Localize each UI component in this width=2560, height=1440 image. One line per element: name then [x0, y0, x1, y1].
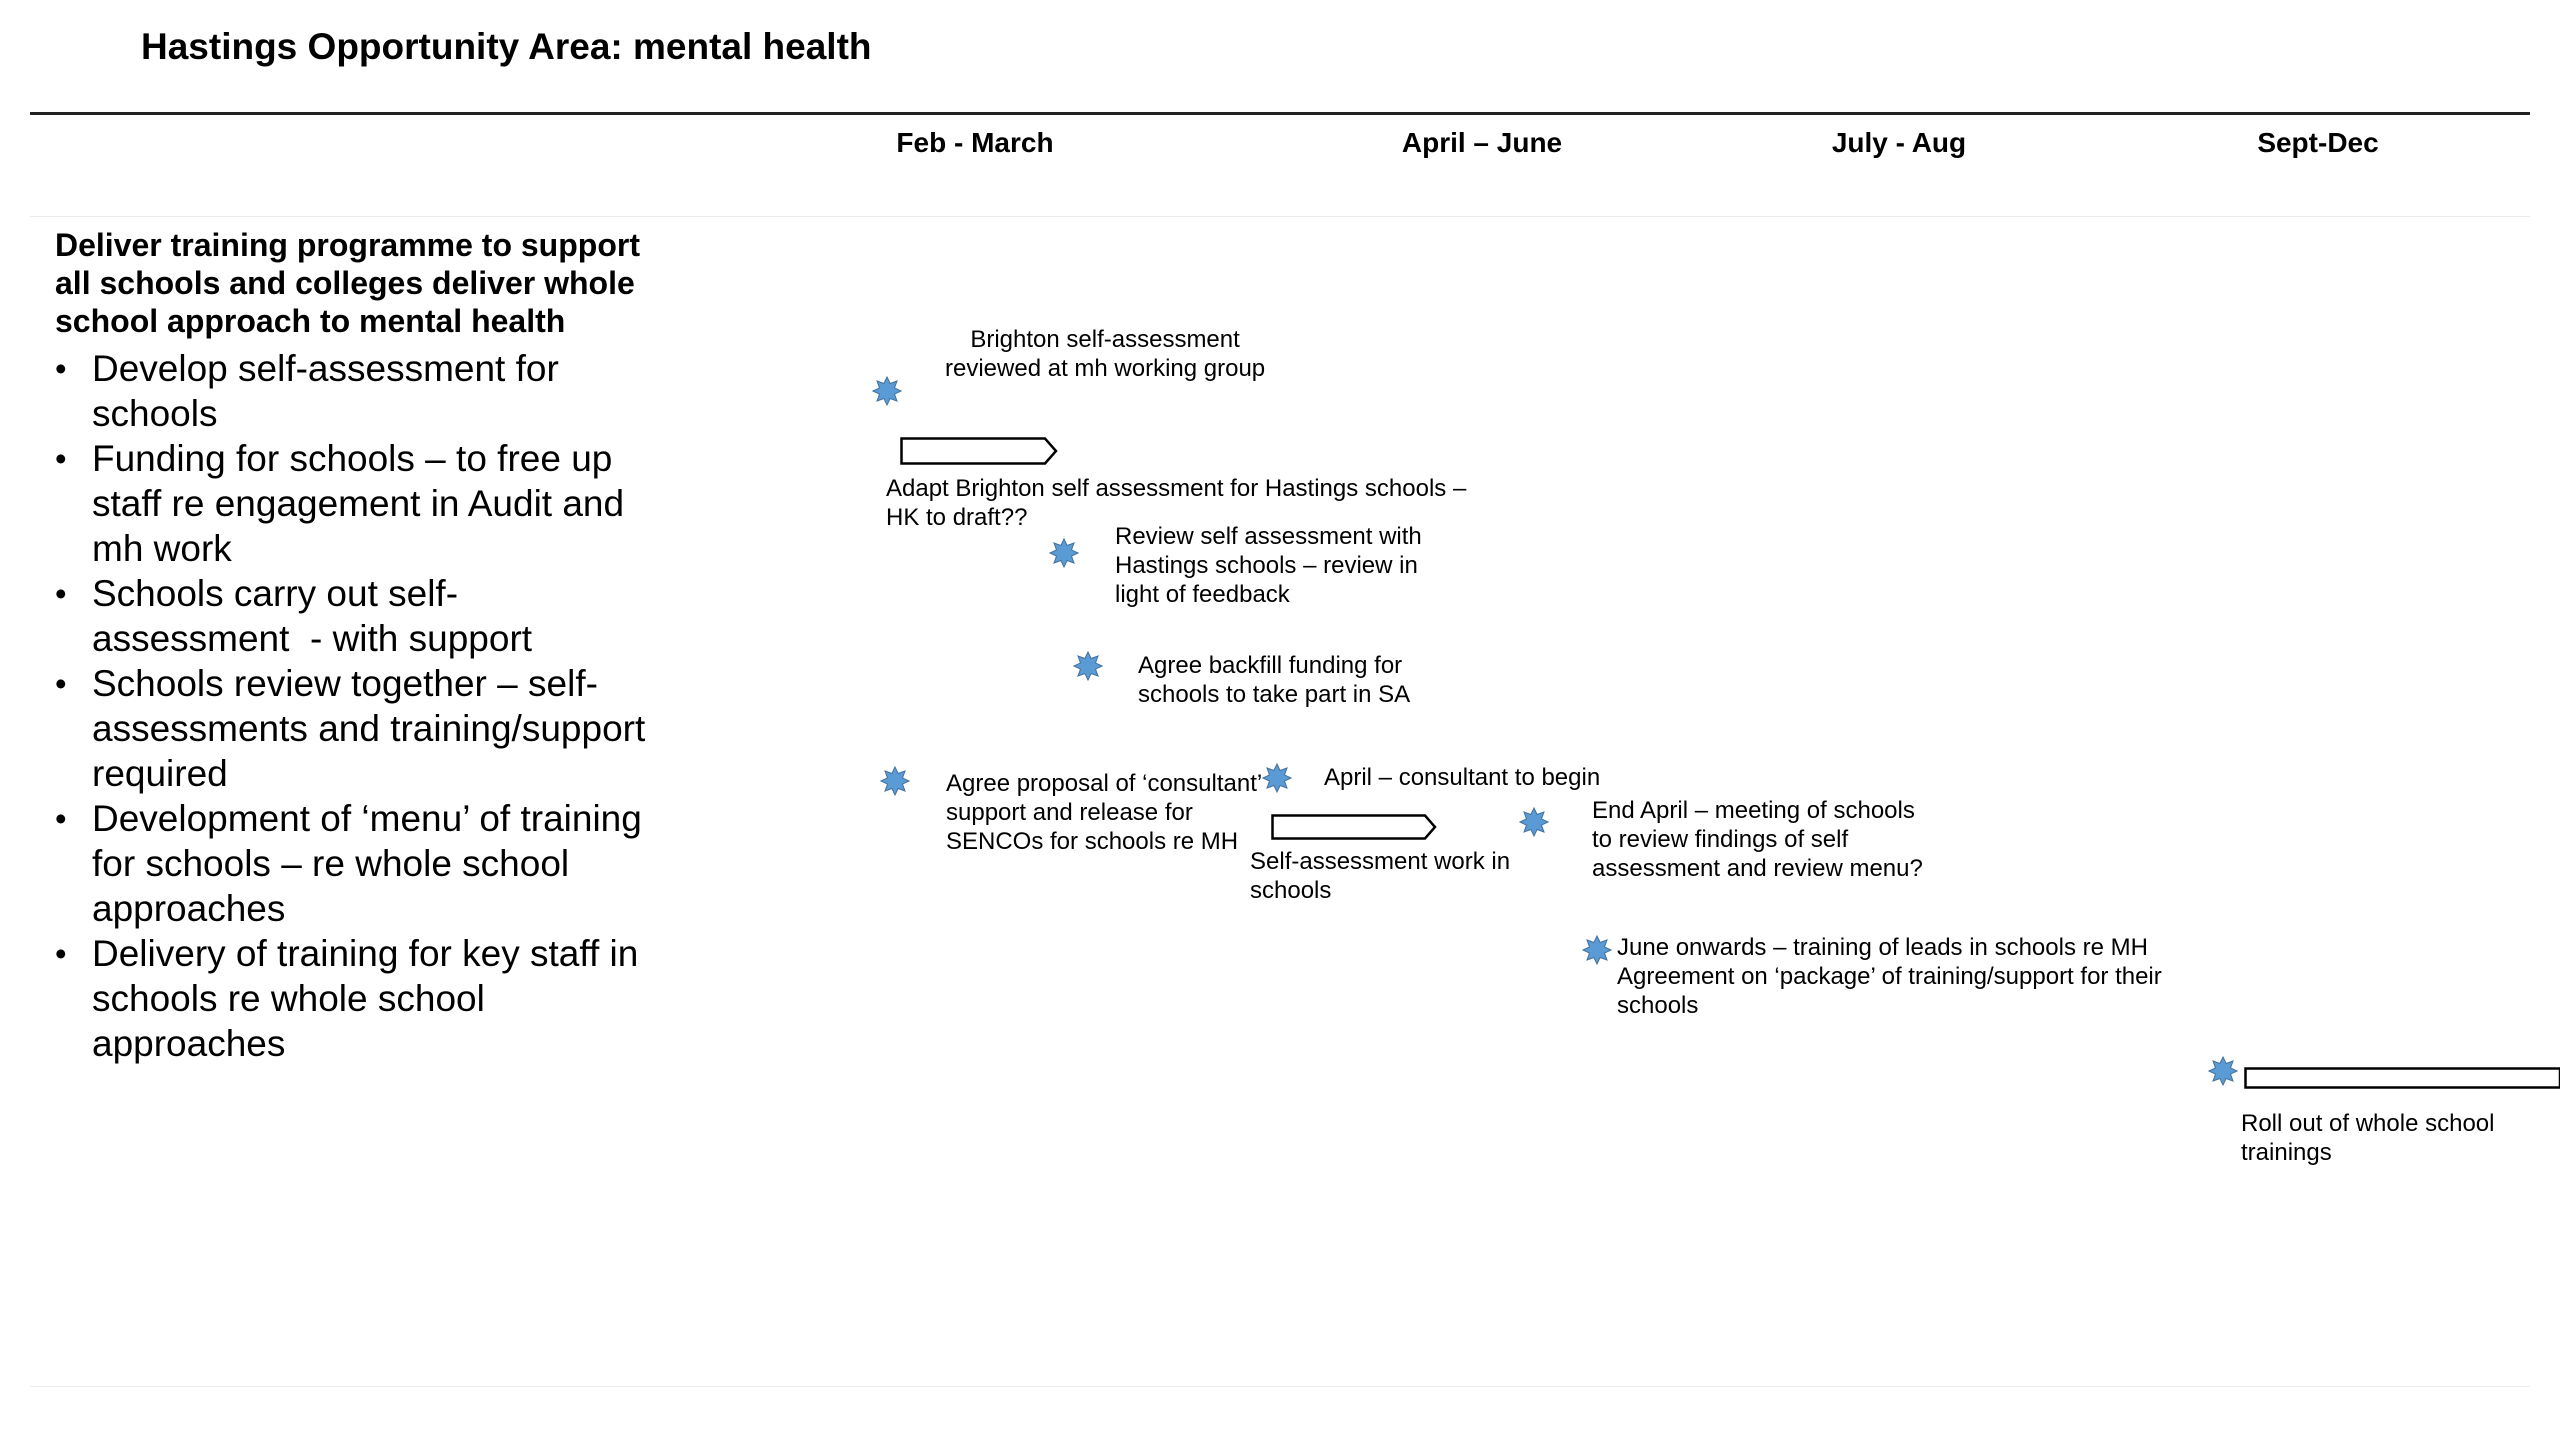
note-line: reviewed at mh working group [945, 355, 1266, 382]
note-consultant-proposal: Agree proposal of ‘consultant’ support a… [946, 769, 1262, 856]
note-line: June onwards – training of leads in scho… [1617, 934, 2148, 961]
objective-item-review-together: Schools review together – self- assessme… [55, 661, 675, 796]
objective-item-line: assessments and training/support [92, 708, 646, 749]
footer-grid-line [30, 1386, 2530, 1387]
objective-heading-line: Deliver training programme to support [55, 227, 640, 263]
activity-bar-self-assessment [1271, 814, 1437, 840]
note-line: Review self assessment with [1115, 523, 1422, 550]
objective-item-line: for schools – re whole school [92, 843, 570, 884]
note-roll-out: Roll out of whole school trainings [2241, 1109, 2494, 1167]
note-line: Brighton self-assessment [970, 326, 1240, 353]
note-review-self-assessment: Review self assessment with Hastings sch… [1115, 522, 1422, 609]
objective-item-line: schools re whole school [92, 978, 485, 1019]
note-line: April – consultant to begin [1324, 764, 1601, 791]
phase-feb-march: Feb - March [896, 127, 1054, 158]
note-line: Agreement on ‘package’ of training/suppo… [1617, 963, 2162, 990]
note-backfill-funding: Agree backfill funding for schools to ta… [1138, 651, 1410, 709]
objective-heading-line: all schools and colleges deliver whole [55, 265, 635, 301]
note-line: End April – meeting of schools [1592, 797, 1915, 824]
objective-item-line: approaches [92, 888, 286, 929]
note-consultant-begin: April – consultant to begin [1324, 763, 1600, 792]
objective-item-line: staff re engagement in Audit and [92, 483, 625, 524]
note-line: to review findings of self [1592, 826, 1849, 853]
note-line: Adapt Brighton self assessment for Hasti… [886, 475, 1467, 502]
objective-item-line: required [92, 753, 228, 794]
note-line: assessment and review menu? [1592, 855, 1923, 882]
note-line: Roll out of whole school [2241, 1110, 2495, 1137]
objective-item-line: assessment - with support [92, 618, 533, 659]
milestone-star-icon [880, 766, 910, 796]
milestone-star-icon [1262, 763, 1292, 793]
milestone-star-icon [1519, 807, 1549, 837]
objective-item-training-menu: Development of ‘menu’ of training for sc… [55, 796, 675, 931]
phase-sept-dec: Sept-Dec [2257, 127, 2379, 158]
note-line: schools to take part in SA [1138, 681, 1411, 708]
objective-item-line: Schools carry out self- [92, 573, 459, 614]
note-self-assessment-work: Self-assessment work in schools [1250, 847, 1510, 905]
objective-item-line: Delivery of training for key staff in [92, 933, 639, 974]
note-june-onwards: June onwards – training of leads in scho… [1617, 933, 2162, 1020]
header-divider [30, 112, 2530, 115]
objective-heading: Deliver training programme to support al… [55, 226, 675, 340]
milestone-star-icon [2208, 1056, 2238, 1086]
note-line: Hastings schools – review in [1115, 552, 1418, 579]
note-brighton-review: Brighton self-assessment reviewed at mh … [945, 325, 1265, 383]
objectives-panel: Deliver training programme to support al… [55, 226, 675, 1066]
objective-item-funding: Funding for schools – to free up staff r… [55, 436, 675, 571]
note-adapt-brighton: Adapt Brighton self assessment for Hasti… [886, 474, 1466, 532]
phase-april-june: April – June [1401, 127, 1563, 158]
note-line: schools [1250, 877, 1332, 904]
page-title: Hastings Opportunity Area: mental health [141, 26, 872, 67]
note-line: Agree backfill funding for [1138, 652, 1403, 679]
note-line: Agree proposal of ‘consultant’ [946, 770, 1263, 797]
milestone-star-icon [1582, 935, 1612, 965]
note-line: schools [1617, 992, 1699, 1019]
objective-item-line: approaches [92, 1023, 286, 1064]
header-grid-line [30, 216, 2530, 217]
objective-item-line: schools [92, 393, 218, 434]
note-line: SENCOs for schools re MH [946, 828, 1239, 855]
milestone-star-icon [1073, 651, 1103, 681]
milestone-star-icon [1049, 538, 1079, 568]
note-line: Self-assessment work in [1250, 848, 1511, 875]
objective-item-delivery: Delivery of training for key staff in sc… [55, 931, 675, 1066]
objective-list: Develop self-assessment for schools Fund… [55, 346, 675, 1066]
objective-item-line: Funding for schools – to free up [92, 438, 613, 479]
phase-july-aug: July - Aug [1831, 127, 1967, 158]
objective-item-carry-out: Schools carry out self- assessment - wit… [55, 571, 675, 661]
note-line: support and release for [946, 799, 1193, 826]
objective-item-line: mh work [92, 528, 232, 569]
objective-item-self-assessment: Develop self-assessment for schools [55, 346, 675, 436]
objective-item-line: Develop self-assessment for [92, 348, 559, 389]
objective-heading-line: school approach to mental health [55, 303, 566, 339]
note-line: trainings [2241, 1139, 2332, 1166]
activity-bar-adapt [900, 437, 1058, 465]
milestone-star-icon [872, 376, 902, 406]
objective-item-line: Schools review together – self- [92, 663, 598, 704]
objective-item-line: Development of ‘menu’ of training [92, 798, 642, 839]
note-end-april-meeting: End April – meeting of schools to review… [1592, 796, 1923, 883]
note-line: light of feedback [1115, 581, 1290, 608]
note-line: HK to draft?? [886, 504, 1028, 531]
activity-bar-roll-out [2244, 1067, 2560, 1089]
